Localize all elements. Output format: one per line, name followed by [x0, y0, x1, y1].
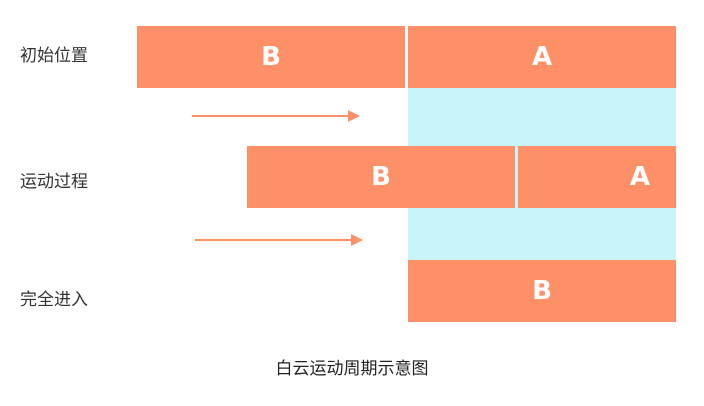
block-a-moving: A — [518, 146, 676, 208]
block-b-entered: B — [408, 260, 676, 322]
diagram-caption: 白云运动周期示意图 — [275, 359, 429, 379]
row-label-initial: 初始位置 — [20, 46, 88, 66]
block-a-initial: A — [408, 26, 676, 88]
row-label-moving: 运动过程 — [20, 172, 88, 192]
block-b-moving: B — [247, 146, 515, 208]
block-b-initial: B — [137, 26, 405, 88]
arrow-right-icon — [195, 234, 363, 246]
arrow-right-icon — [192, 110, 360, 122]
row-label-entered: 完全进入 — [20, 290, 88, 310]
